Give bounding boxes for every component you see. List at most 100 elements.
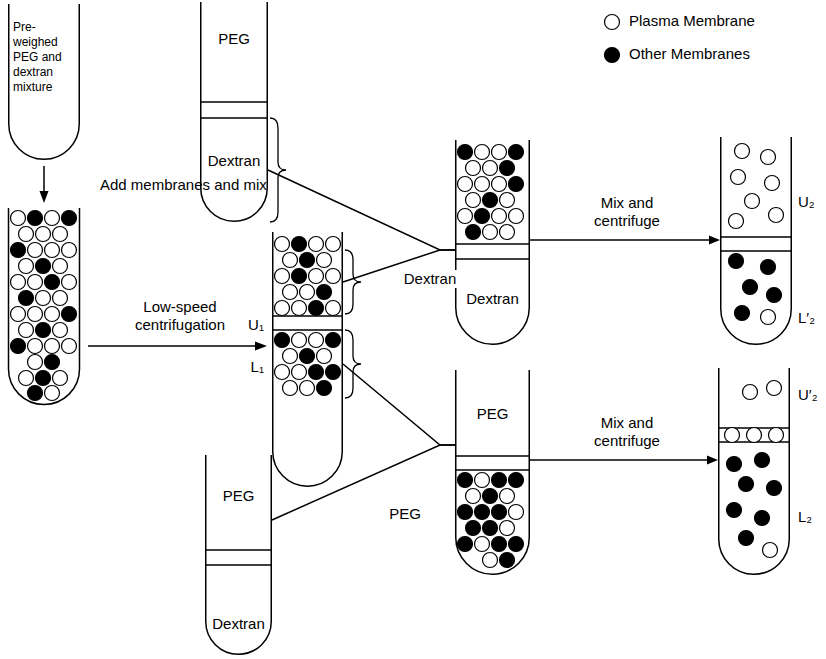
test-tube: U₂L′₂	[720, 137, 792, 345]
plasma-membrane-vesicle	[45, 386, 60, 401]
plasma-membrane-vesicle	[326, 237, 341, 252]
other-membrane-vesicle	[62, 307, 77, 322]
plasma-membrane-vesicle	[300, 285, 315, 300]
tube-wall	[719, 368, 790, 574]
connector-label: Mix and centrifuge	[577, 414, 677, 450]
plasma-membrane-vesicle	[53, 259, 68, 274]
arrow-head	[255, 342, 267, 351]
plasma-membrane-vesicle	[45, 339, 60, 354]
tube-wall	[9, 4, 80, 159]
plasma-membrane-vesicle	[483, 553, 498, 568]
plasma-membrane-vesicle	[309, 237, 324, 252]
other-membrane-vesicle	[483, 521, 498, 536]
plasma-membrane-vesicle	[492, 209, 507, 224]
plasma-membrane-vesicle	[309, 333, 324, 348]
other-membrane-vesicle	[509, 177, 524, 192]
other-membrane-vesicle	[36, 259, 51, 274]
plasma-membrane-vesicle	[11, 211, 26, 226]
plasma-membrane-vesicle	[483, 225, 498, 240]
plasma-membrane-vesicle	[45, 307, 60, 322]
legend-symbol	[605, 48, 620, 63]
connector-line	[530, 459, 709, 461]
test-tube: U′₂L₂	[718, 368, 790, 575]
phase-interface	[721, 236, 792, 237]
phase-interface	[201, 101, 268, 102]
other-membrane-vesicle	[275, 333, 290, 348]
tube-wall	[273, 232, 343, 486]
tube-label: PEG	[455, 405, 530, 423]
arrow-head	[709, 236, 720, 245]
phase-interface	[456, 258, 530, 259]
phase-bracket	[270, 118, 286, 222]
plasma-membrane-vesicle	[292, 365, 307, 380]
plasma-membrane-vesicle	[475, 177, 490, 192]
tube-label: Dextran	[200, 152, 268, 170]
plasma-membrane-vesicle	[53, 323, 68, 338]
other-membrane-vesicle	[492, 505, 507, 520]
tube-label: U₁	[234, 316, 264, 334]
plasma-membrane-vesicle	[275, 301, 290, 316]
tube-label: U₂	[798, 193, 822, 211]
plasma-membrane-vesicle	[36, 227, 51, 242]
tube-wall	[456, 370, 530, 574]
plasma-membrane-vesicle	[767, 381, 782, 396]
connector	[530, 456, 718, 465]
other-membrane-vesicle	[28, 211, 43, 226]
phase-interface	[206, 549, 272, 550]
other-membrane-vesicle	[767, 288, 782, 303]
plasma-membrane-vesicle	[300, 381, 315, 396]
tube-label: L₂	[798, 508, 822, 526]
plasma-membrane-vesicle	[62, 339, 77, 354]
plasma-membrane-vesicle	[729, 214, 744, 229]
plasma-membrane-vesicle	[11, 275, 26, 290]
phase-interface	[456, 469, 530, 470]
plasma-membrane-vesicle	[761, 150, 776, 165]
plasma-membrane-vesicle	[19, 323, 34, 338]
other-membrane-vesicle	[475, 209, 490, 224]
plasma-membrane-vesicle	[743, 385, 758, 400]
plasma-membrane-vesicle	[735, 144, 750, 159]
other-membrane-vesicle	[317, 285, 332, 300]
tube-label: PEG	[200, 30, 268, 48]
other-membrane-vesicle	[483, 489, 498, 504]
other-membrane-vesicle	[509, 145, 524, 160]
plasma-membrane-vesicle	[45, 243, 60, 258]
other-membrane-vesicle	[727, 457, 742, 472]
other-membrane-vesicle	[458, 537, 473, 552]
plasma-membrane-vesicle	[28, 339, 43, 354]
process-arrow	[43, 166, 45, 192]
arrow-head	[40, 191, 49, 203]
other-membrane-vesicle	[735, 306, 750, 321]
plasma-membrane-vesicle	[769, 428, 784, 443]
phase-interface	[201, 117, 268, 118]
plasma-membrane-vesicle	[500, 521, 515, 536]
plasma-membrane-vesicle	[275, 365, 290, 380]
tube-outline	[720, 137, 792, 345]
plasma-membrane-vesicle	[765, 176, 780, 191]
connector-label: PEG	[383, 505, 427, 523]
plasma-membrane-vesicle	[466, 161, 481, 176]
other-membrane-vesicle	[755, 453, 770, 468]
plasma-membrane-vesicle	[53, 227, 68, 242]
other-membrane-vesicle	[500, 161, 515, 176]
connector-label: Mix and centrifuge	[577, 194, 677, 230]
step-label: Add membranes and mix	[100, 176, 320, 194]
connector	[530, 236, 720, 245]
tube-label: PEG	[205, 487, 272, 505]
plasma-membrane-vesicle	[19, 371, 34, 386]
plasma-membrane-vesicle	[475, 537, 490, 552]
test-tube: Dextran	[455, 140, 530, 345]
plasma-membrane-vesicle	[292, 333, 307, 348]
other-membrane-vesicle	[317, 381, 332, 396]
tube-label: Dextran	[455, 290, 530, 308]
plasma-membrane-vesicle	[317, 253, 332, 268]
tube-label: Dextran	[205, 615, 272, 633]
test-tube: PEG Dextran	[205, 455, 272, 655]
legend-symbol	[605, 15, 620, 30]
other-membrane-vesicle	[743, 280, 758, 295]
tube-outline	[455, 140, 530, 345]
other-membrane-vesicle	[62, 211, 77, 226]
